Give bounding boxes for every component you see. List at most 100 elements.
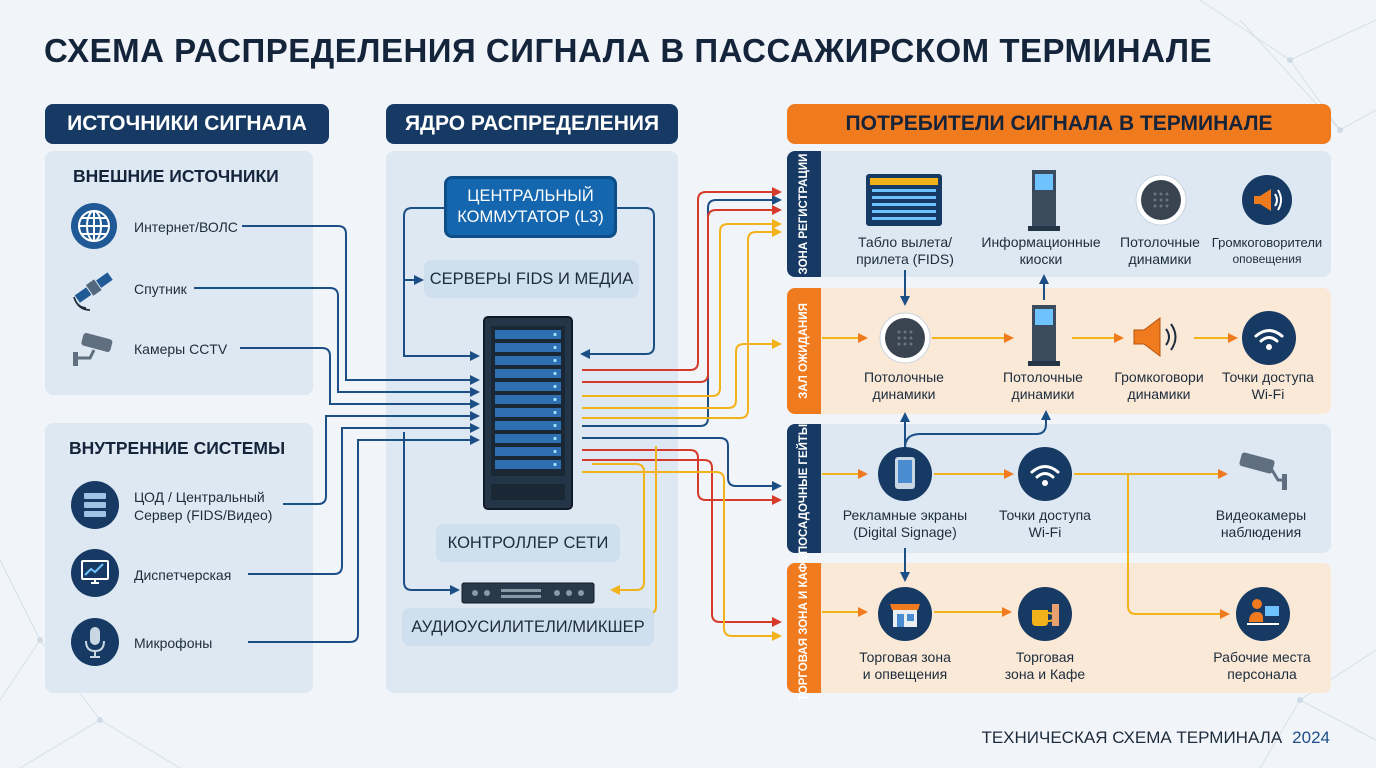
zone1-node1-label: Табло вылета/прилета (FIDS): [830, 234, 980, 268]
audio-amplifier-icon: [461, 582, 595, 604]
zone2-node1-line1: Потолочные: [864, 369, 944, 385]
sources-header: ИСТОЧНИКИ СИГНАЛА: [45, 104, 329, 144]
zone-retail-label: ТОРГОВАЯ ЗОНА И КАФЕ: [798, 555, 810, 701]
zone4-node1-line2: и опвещения: [862, 666, 948, 682]
zone2-node2-line1: Потолочные: [1003, 369, 1083, 385]
satellite-icon: [73, 272, 113, 311]
ceiling-speaker-icon: [1135, 174, 1187, 226]
consumers-header: ПОТРЕБИТЕЛИ СИГНАЛА В ТЕРМИНАЛЕ: [787, 104, 1331, 144]
shop-icon: [878, 587, 932, 641]
server-drive-slot: [495, 408, 561, 417]
server-drive-slot: [495, 434, 561, 443]
zone1-node4-line1: Громкоговорители: [1211, 235, 1323, 250]
zone-checkin-tab: ЗОНА РЕГИСТРАЦИИ: [787, 151, 821, 277]
server-drive-slot: [495, 369, 561, 378]
megaphone-icon: [1242, 175, 1292, 225]
zone-waiting-label: ЗАЛ ОЖИДАНИЯ: [798, 303, 810, 399]
central-switch-line2: КОММУТАТОР (L3): [457, 208, 604, 226]
zone2-node1-line2: динамики: [872, 386, 936, 402]
audio-amplifiers-mixer-box: АУДИОУСИЛИТЕЛИ/МИКШЕР: [402, 608, 654, 646]
server-led: [553, 345, 557, 350]
source-datacenter-label-line2: Сервер (FIDS/Видео): [134, 507, 273, 523]
zone2-node3-line1: Громкоговори: [1114, 369, 1204, 385]
wifi-icon: [1018, 447, 1072, 501]
source-datacenter-label-line1: ЦОД / Центральный: [134, 489, 265, 505]
server-cabinet-icon: [483, 316, 573, 510]
server-drive-slot: [495, 356, 561, 365]
zone4-node3-line1: Рабочие места: [1213, 649, 1311, 665]
core-header: ЯДРО РАСПРЕДЕЛЕНИЯ: [386, 104, 678, 144]
source-microphones-label: Микрофоны: [134, 635, 213, 651]
zone1-node3-line2: динамики: [1128, 251, 1192, 267]
zone1-node1-line2: прилета (FIDS): [856, 251, 954, 267]
zone-checkin-label: ЗОНА РЕГИСТРАЦИИ: [798, 153, 810, 275]
source-dispatch-label: Диспетчерская: [134, 567, 232, 583]
server-led: [553, 397, 557, 402]
zone-gates-label: ПОСАДОЧНЫЕ ГЕЙТЫ: [798, 423, 810, 554]
zone3-node3-line2: наблюдения: [1220, 524, 1302, 540]
server-drive-slot: [495, 343, 561, 352]
zone3-node1-line2: (Digital Signage): [853, 524, 957, 540]
server-led: [553, 358, 557, 363]
source-satellite-label: Спутник: [134, 281, 187, 297]
footer-year: 2024: [1292, 728, 1330, 747]
server-led: [553, 423, 557, 428]
cctv-camera-icon: [73, 332, 113, 366]
zone2-node3-line2: динамики: [1127, 386, 1191, 402]
zone2-node4-line1: Точки доступа: [1222, 369, 1314, 385]
source-cctv-label: Камеры CCTV: [134, 341, 228, 357]
server-drive-slot: [495, 447, 561, 456]
zone1-node3-line1: Потолочные: [1120, 234, 1200, 250]
server-drive-slot: [495, 382, 561, 391]
source-datacenter-label: ЦОД / Центральный Сервер (FIDS/Видео): [134, 488, 272, 524]
server-led: [553, 332, 557, 337]
zone1-node4-label: Громкоговорители оповещения: [1192, 234, 1342, 268]
server-rack-icon: [71, 481, 119, 529]
internal-systems-title: ВНУТРЕННИЕ СИСТЕМЫ: [69, 438, 286, 458]
zone1-node4-line2: оповещения: [1232, 252, 1302, 266]
zone-retail-tab: ТОРГОВАЯ ЗОНА И КАФЕ: [787, 555, 821, 701]
zone3-node1-label: Рекламные экраны(Digital Signage): [830, 507, 980, 541]
server-led: [553, 462, 557, 467]
zone1-node2-line2: киоски: [1019, 251, 1063, 267]
microphone-icon: [71, 618, 119, 666]
central-switch-box: ЦЕНТРАЛЬНЫЙ КОММУТАТОР (L3): [444, 176, 617, 238]
workstation-icon: [1236, 587, 1290, 641]
zone1-node1-line1: Табло вылета/: [857, 234, 953, 250]
footer: ТЕХНИЧЕСКАЯ СХЕМА ТЕРМИНАЛА 2024: [981, 728, 1330, 748]
kiosk-icon: [1028, 305, 1060, 366]
zone2-node4-line2: Wi-Fi: [1251, 386, 1285, 402]
server-drive-slot: [495, 460, 561, 469]
fids-board-icon: [866, 174, 942, 226]
server-led: [553, 384, 557, 389]
network-controller-box: КОНТРОЛЛЕР СЕТИ: [436, 524, 620, 562]
footer-text: ТЕХНИЧЕСКАЯ СХЕМА ТЕРМИНАЛА: [981, 728, 1283, 747]
server-led: [553, 449, 557, 454]
zone3-node1-line1: Рекламные экраны: [842, 507, 968, 523]
monitor-chart-icon: [71, 549, 119, 597]
zone3-node3-line1: Видеокамеры: [1215, 507, 1307, 523]
source-internet-label: Интернет/ВОЛС: [134, 219, 238, 235]
cctv-camera-icon: [1239, 452, 1287, 490]
kiosk-icon: [1028, 170, 1060, 231]
loudspeaker-icon: [1133, 317, 1177, 357]
tablet-screen-icon: [878, 447, 932, 501]
external-sources-title: ВНЕШНИЕ ИСТОЧНИКИ: [73, 166, 279, 186]
zone-waiting-panel: [787, 288, 1331, 414]
zone3-node2-line2: Wi-Fi: [1028, 524, 1062, 540]
fids-media-servers-box: СЕРВЕРЫ FIDS И МЕДИА: [424, 260, 639, 298]
zone4-node3-line2: персонала: [1227, 666, 1297, 682]
zone2-node2-line2: динамики: [1011, 386, 1075, 402]
ceiling-speaker-icon: [879, 312, 931, 364]
